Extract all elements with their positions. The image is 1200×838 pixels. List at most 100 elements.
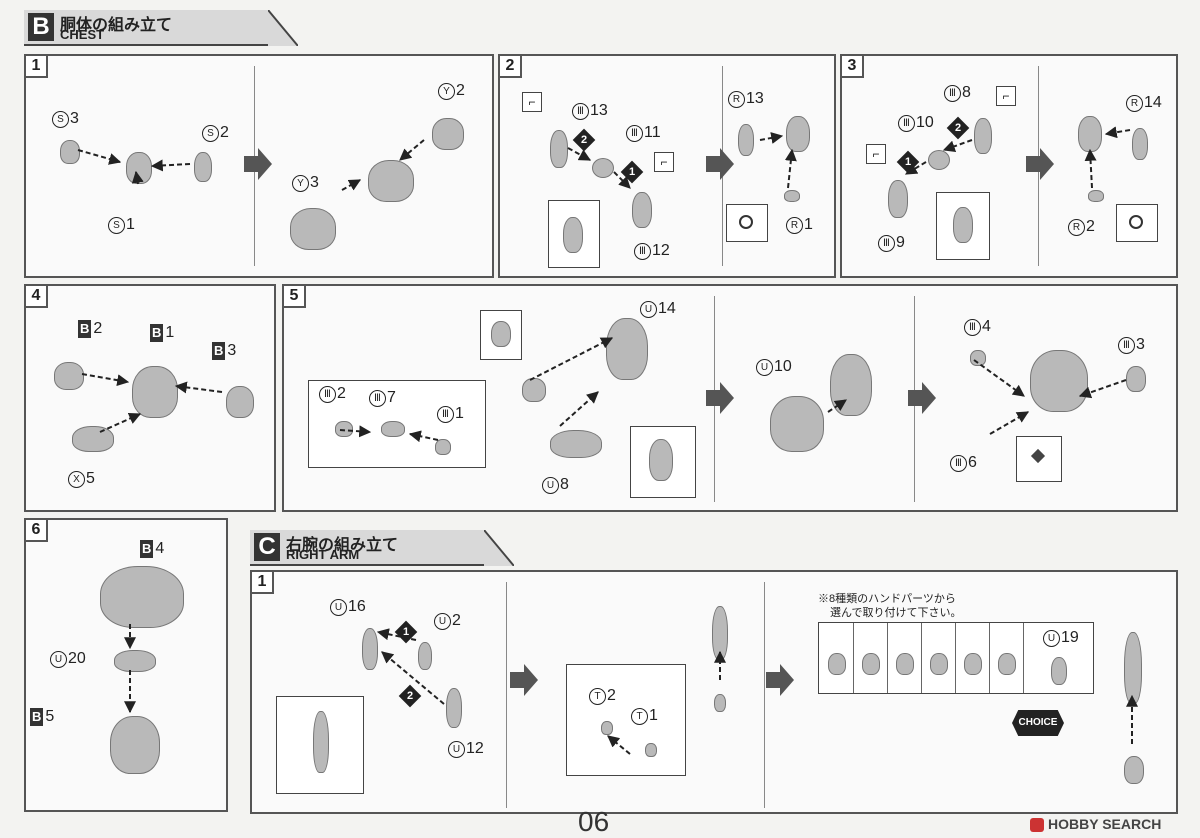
- hand-part-u19: [1051, 657, 1067, 685]
- step-b4-number: 4: [24, 284, 48, 308]
- part-r14: [1132, 128, 1148, 160]
- part-shoulder-joint: [786, 116, 810, 152]
- detail-inset: [726, 204, 768, 242]
- order-mark-1: 1: [896, 150, 920, 174]
- order-mark-2: 2: [946, 116, 970, 140]
- order-mark-2: 2: [398, 684, 422, 708]
- hand-slot: [853, 623, 888, 693]
- hand-part: [828, 653, 846, 675]
- watermark-logo-icon: [1030, 818, 1044, 833]
- part-t3: [1126, 366, 1146, 392]
- part-u20: [114, 650, 156, 672]
- step-divider: [254, 66, 255, 266]
- part-u10: [770, 396, 824, 452]
- part-u16: [362, 628, 378, 670]
- step-divider: [722, 66, 723, 266]
- part-r1: [784, 190, 800, 202]
- part-r13: [738, 124, 754, 156]
- hand-note-line2: 選んで取り付けて下さい。: [830, 607, 962, 619]
- hand-slot: [887, 623, 922, 693]
- order-mark-2: 2: [572, 128, 596, 152]
- section-c-header: C 右腕の組み立て RIGHT ARM: [250, 530, 486, 566]
- detail-inset: [276, 696, 364, 794]
- order-mark-1: 1: [620, 160, 644, 184]
- part-neck: [522, 378, 546, 402]
- detail-part: [313, 711, 329, 773]
- step-divider: [914, 296, 915, 502]
- part-t13: [550, 130, 568, 168]
- nipper-icon: ⌐: [522, 92, 542, 112]
- order-mark-1: 1: [394, 620, 418, 644]
- detail-part: [649, 439, 673, 481]
- part-upper-arm: [712, 606, 728, 660]
- hand-note-line1: ※8種類のハンドパーツから: [818, 593, 956, 605]
- part-elbow-joint: [714, 694, 726, 712]
- section-c-header-tab: [484, 530, 514, 566]
- section-b-letter: B: [28, 13, 54, 41]
- part-u12: [446, 688, 462, 728]
- detail-inset: [1016, 436, 1062, 482]
- detail-inset: [480, 310, 522, 360]
- choice-label: CHOICE: [1018, 717, 1058, 728]
- hand-part: [862, 653, 880, 675]
- part-b5: [110, 716, 160, 774]
- nipper-icon: ⌐: [996, 86, 1016, 106]
- part-u14: [606, 318, 648, 380]
- section-c-letter: C: [254, 533, 280, 561]
- step-b6-number: 6: [24, 518, 48, 542]
- part-r2: [1088, 190, 1104, 202]
- part-t2: [335, 421, 353, 437]
- hand-part-u19: [1124, 756, 1144, 784]
- section-b-subtitle: CHEST: [60, 27, 105, 42]
- detail-part: [491, 321, 511, 347]
- choice-badge: CHOICE: [1012, 710, 1064, 736]
- section-b-header-tab: [268, 10, 298, 46]
- step-b3-number: 3: [840, 54, 864, 78]
- part-chest-assembly: [368, 160, 414, 202]
- part-torso: [1030, 350, 1088, 412]
- hand-slot: [955, 623, 990, 693]
- hand-slot: [819, 623, 854, 693]
- part-t1: [435, 439, 451, 455]
- part-t9: [888, 180, 908, 218]
- step-divider: [714, 296, 715, 502]
- hand-slot: [989, 623, 1024, 693]
- hand-part: [998, 653, 1016, 675]
- part-t12: [632, 192, 652, 228]
- watermark: HOBBY SEARCH: [1030, 816, 1162, 833]
- part-t4: [970, 350, 986, 366]
- watermark-text: HOBBY SEARCH: [1048, 816, 1162, 832]
- ring-symbol: [1129, 215, 1143, 229]
- part-chest-frame: [126, 152, 152, 184]
- hand-part: [930, 653, 948, 675]
- detail-inset: [936, 192, 990, 260]
- part-u8: [550, 430, 602, 458]
